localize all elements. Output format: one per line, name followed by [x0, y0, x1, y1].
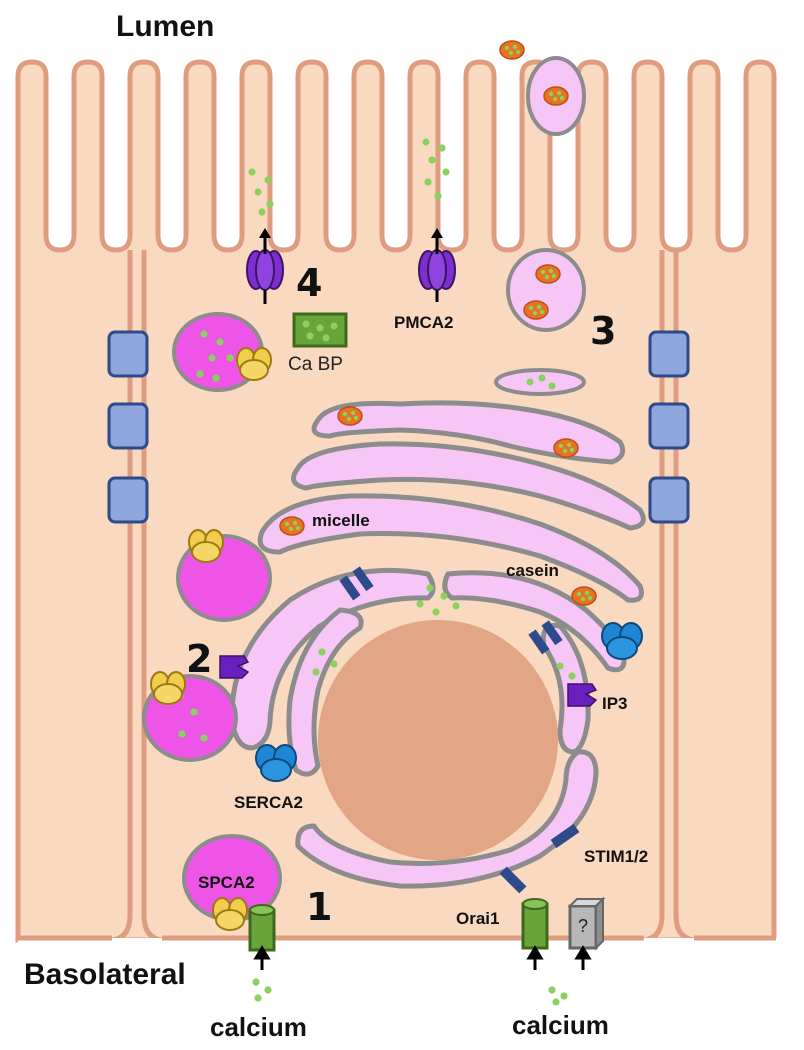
spca2-label: SPCA2	[198, 873, 255, 892]
extracellular-calcium	[252, 978, 568, 1006]
unknown-channel-label: ?	[578, 916, 588, 936]
spca2-pump-midleft	[188, 529, 224, 563]
orai-channel-left	[248, 904, 276, 952]
ca-binding-protein	[292, 312, 348, 348]
pmca2-label: PMCA2	[394, 313, 454, 332]
spca2-pump-bottom	[212, 897, 248, 931]
step-3: 3	[590, 309, 616, 353]
secretory-vesicle-flat	[494, 368, 586, 396]
unknown-channel: ?	[567, 896, 606, 951]
stim-on-er-bottom	[499, 866, 527, 894]
spca2-pump-lowerleft	[150, 671, 186, 705]
lumen-label: Lumen	[116, 10, 214, 43]
step-2: 2	[186, 637, 212, 681]
serca2-pump-right	[601, 622, 643, 660]
micelle-label: micelle	[312, 511, 370, 530]
tight-junctions	[107, 330, 690, 524]
orai1-label: Orai1	[456, 909, 499, 928]
orai-channel-right	[521, 898, 549, 950]
nucleus	[318, 620, 558, 860]
serca2-label: SERCA2	[234, 793, 303, 812]
calcium-label-left: calcium	[210, 1012, 307, 1042]
calcium-label-right: calcium	[512, 1010, 609, 1040]
ip3-label: IP3	[602, 694, 628, 713]
golgi-stack	[257, 400, 646, 603]
influx-arrows	[253, 945, 592, 970]
ca-bp-label: Ca BP	[288, 354, 343, 375]
step-4: 4	[296, 261, 322, 305]
casein-label: casein	[506, 561, 559, 580]
serca2-pump-left	[255, 744, 297, 782]
stim-on-er-lower	[550, 823, 580, 849]
spca2-pump-topleft	[236, 347, 272, 381]
pmca2-pump-right	[418, 228, 456, 302]
pmca2-pump-left	[246, 228, 284, 304]
basolateral-label: Basolateral	[24, 958, 186, 991]
stim-label: STIM1/2	[584, 847, 648, 866]
secretory-vesicle-3	[506, 248, 586, 332]
step-1: 1	[306, 885, 332, 929]
